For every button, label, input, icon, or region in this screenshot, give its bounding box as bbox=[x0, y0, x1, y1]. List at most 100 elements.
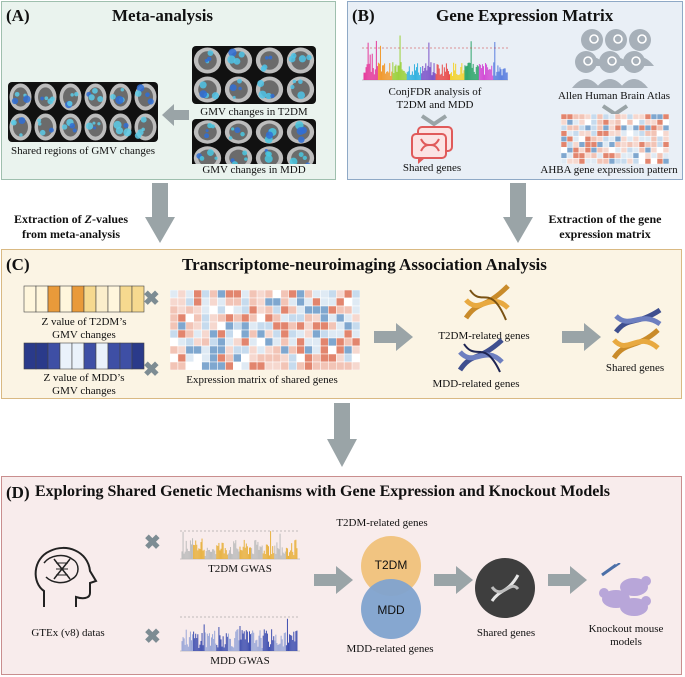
heatmap-cell bbox=[185, 321, 194, 331]
heatmap-cell bbox=[288, 337, 297, 347]
heatmap-cell bbox=[638, 141, 646, 148]
heatmap-cell bbox=[312, 361, 321, 370]
heatmap-cell bbox=[572, 147, 580, 154]
panel-a-label: (A) bbox=[6, 6, 30, 25]
panel-d-label: (D) bbox=[6, 483, 30, 502]
heatmap-cell bbox=[578, 135, 586, 143]
heatmap-cell bbox=[177, 329, 187, 339]
z-value-cell bbox=[131, 285, 145, 313]
heatmap-cell bbox=[312, 353, 321, 363]
z-value-cell bbox=[71, 285, 85, 313]
gmv-change-blob bbox=[238, 51, 245, 58]
panel-c-association-analysis: (C) Transcriptome-neuroimaging Associati… bbox=[1, 249, 682, 399]
heatmap-cell bbox=[233, 329, 242, 339]
heatmap-cell bbox=[584, 130, 592, 137]
heatmap-cell bbox=[248, 361, 258, 370]
heatmap-cell bbox=[217, 305, 226, 315]
panel-a-meta-analysis: (A) Meta-analysis GMV changes in T2DM GM… bbox=[1, 1, 336, 180]
heatmap-cell bbox=[614, 141, 622, 148]
heatmap-cell bbox=[320, 313, 329, 323]
heatmap-cell bbox=[662, 135, 669, 143]
heatmap-cell bbox=[225, 321, 234, 331]
heatmap-cell bbox=[336, 321, 345, 331]
shared-genes-dna-circle-icon bbox=[475, 558, 535, 618]
heatmap-cell bbox=[320, 361, 329, 370]
heatmap-cell bbox=[632, 135, 640, 143]
heatmap-cell bbox=[596, 124, 604, 131]
heatmap-cell bbox=[632, 152, 640, 159]
heatmap-cell bbox=[644, 119, 652, 126]
heatmap-cell bbox=[343, 313, 353, 323]
heatmap-cell bbox=[201, 353, 210, 363]
heatmap-cell bbox=[343, 353, 353, 363]
heatmap-cell bbox=[602, 141, 610, 148]
panel-c-shared-genes-label: Shared genes bbox=[605, 362, 665, 374]
gmv-change-blob bbox=[265, 92, 272, 100]
heatmap-cell bbox=[572, 119, 580, 126]
heatmap-cell bbox=[312, 337, 321, 347]
heatmap-cell bbox=[328, 337, 337, 347]
heatmap-cell bbox=[566, 124, 574, 131]
heatmap-cell bbox=[225, 329, 234, 339]
heatmap-cell bbox=[280, 297, 290, 307]
heatmap-cell bbox=[584, 147, 592, 154]
heatmap-cell bbox=[241, 290, 250, 299]
heatmap-cell bbox=[256, 345, 266, 355]
mdd-gmv-caption: GMV changes in MDD bbox=[190, 164, 318, 176]
heatmap-cell bbox=[233, 305, 242, 315]
heatmap-cell bbox=[320, 290, 329, 299]
heatmap-cell bbox=[578, 147, 586, 154]
heatmap-cell bbox=[561, 152, 568, 159]
heatmap-cell bbox=[264, 345, 274, 355]
heatmap-cell bbox=[336, 305, 345, 315]
heatmap-cell bbox=[328, 305, 337, 315]
heatmap-cell bbox=[343, 321, 353, 331]
heatmap-cell bbox=[578, 141, 586, 148]
ahba-expression-heatmap bbox=[561, 114, 669, 164]
mdd-related-genes-label: MDD-related genes bbox=[432, 378, 520, 390]
heatmap-cell bbox=[336, 313, 345, 323]
heatmap-cell bbox=[264, 337, 274, 347]
gmv-change-blob bbox=[298, 152, 304, 158]
extraction-gene-line-2: expression matrix bbox=[559, 227, 651, 241]
heatmap-cell bbox=[620, 152, 628, 159]
heatmap-cell bbox=[336, 329, 345, 339]
heatmap-cell bbox=[312, 313, 321, 323]
heatmap-cell bbox=[620, 114, 628, 120]
heatmap-cell bbox=[256, 297, 266, 307]
chevron-down-icon bbox=[420, 114, 448, 127]
panel-c-label: (C) bbox=[6, 255, 30, 274]
heatmap-cell bbox=[320, 297, 329, 307]
heatmap-cell bbox=[662, 147, 669, 154]
heatmap-cell bbox=[225, 297, 234, 307]
heatmap-cell bbox=[201, 321, 210, 331]
gmv-change-blob bbox=[70, 93, 74, 97]
left-arrow-icon bbox=[162, 104, 189, 126]
heatmap-cell bbox=[209, 337, 218, 347]
heatmap-cell bbox=[584, 152, 592, 159]
heatmap-cell bbox=[650, 119, 658, 126]
gmv-change-blob bbox=[242, 150, 248, 156]
heatmap-cell bbox=[288, 297, 297, 307]
gmv-change-blob bbox=[296, 127, 305, 136]
heatmap-cell bbox=[614, 119, 622, 126]
heatmap-cell bbox=[656, 135, 664, 143]
heatmap-cell bbox=[351, 329, 360, 339]
gmv-change-blob bbox=[265, 131, 274, 139]
heatmap-cell bbox=[566, 119, 574, 126]
heatmap-cell bbox=[185, 361, 194, 370]
heatmap-cell bbox=[626, 119, 634, 126]
heatmap-cell bbox=[272, 321, 282, 331]
gmv-change-blob bbox=[268, 55, 273, 60]
venn-t2dm-related-label: T2DM-related genes bbox=[336, 517, 428, 529]
extraction-z-italic: Z bbox=[84, 212, 92, 226]
heatmap-cell bbox=[217, 345, 226, 355]
heatmap-cell bbox=[561, 147, 568, 154]
heatmap-cell bbox=[170, 345, 179, 355]
heatmap-cell bbox=[304, 297, 313, 307]
heatmap-cell bbox=[351, 313, 360, 323]
heatmap-cell bbox=[296, 361, 305, 370]
heatmap-cell bbox=[170, 313, 179, 323]
heatmap-cell bbox=[590, 119, 598, 126]
heatmap-cell bbox=[225, 305, 234, 315]
